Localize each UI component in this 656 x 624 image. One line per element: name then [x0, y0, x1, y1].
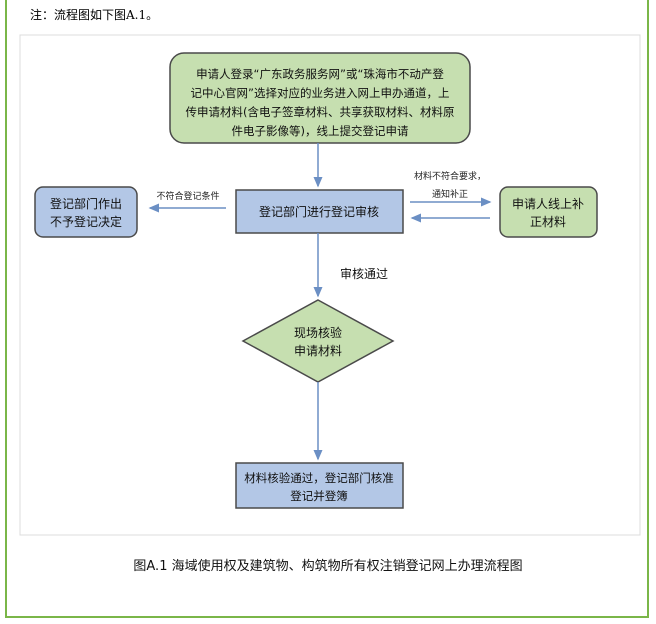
reject-label: 不符合登记条件 [156, 190, 219, 202]
svg-text:件电子影像等)，线上提交登记申请: 件电子影像等)，线上提交登记申请 [232, 124, 409, 138]
start-node: 申请人登录“广东政务服务网”或“珠海市不动产登 记中心官网”选择对应的业务进入网… [169, 52, 471, 144]
svg-text:登记部门进行登记审核: 登记部门进行登记审核 [259, 204, 379, 219]
supplement-label-2: 通知补正 [432, 188, 468, 200]
figure-caption: 图A.1 海域使用权及建筑物、构筑物所有权注销登记网上办理流程图 [133, 559, 523, 574]
note-text: 注：流程图如下图A.1。 [30, 8, 159, 22]
review-node: 登记部门进行登记审核 [235, 189, 404, 234]
supplement-label-1: 材料不符合要求， [414, 170, 486, 182]
svg-text:记中心官网”选择对应的业务进入网上申办通道，上: 记中心官网”选择对应的业务进入网上申办通道，上 [191, 86, 450, 100]
svg-text:申请人线上补: 申请人线上补 [512, 197, 584, 211]
svg-text:材料核验通过，登记部门核准: 材料核验通过，登记部门核准 [244, 471, 394, 485]
diagram-border [19, 34, 641, 536]
supplement-node: 申请人线上补 正材料 [499, 186, 598, 238]
svg-text:登记并登簿: 登记并登簿 [290, 489, 348, 503]
svg-text:传申请材料(含电子签章材料、共享获取材料、材料原: 传申请材料(含电子签章材料、共享获取材料、材料原 [186, 105, 455, 119]
outer-frame [5, 0, 649, 618]
approve-node: 材料核验通过，登记部门核准 登记并登簿 [235, 462, 404, 509]
svg-text:申请材料: 申请材料 [294, 344, 342, 358]
svg-text:现场核验: 现场核验 [294, 325, 342, 340]
svg-text:不予登记决定: 不予登记决定 [50, 214, 122, 229]
svg-text:正材料: 正材料 [530, 215, 566, 229]
pass-label: 审核通过 [340, 266, 388, 281]
verify-node: 现场核验 申请材料 [241, 299, 395, 383]
svg-text:申请人登录“广东政务服务网”或“珠海市不动产登: 申请人登录“广东政务服务网”或“珠海市不动产登 [196, 67, 444, 81]
reject-node: 登记部门作出 不予登记决定 [34, 186, 138, 238]
svg-text:登记部门作出: 登记部门作出 [50, 196, 122, 211]
